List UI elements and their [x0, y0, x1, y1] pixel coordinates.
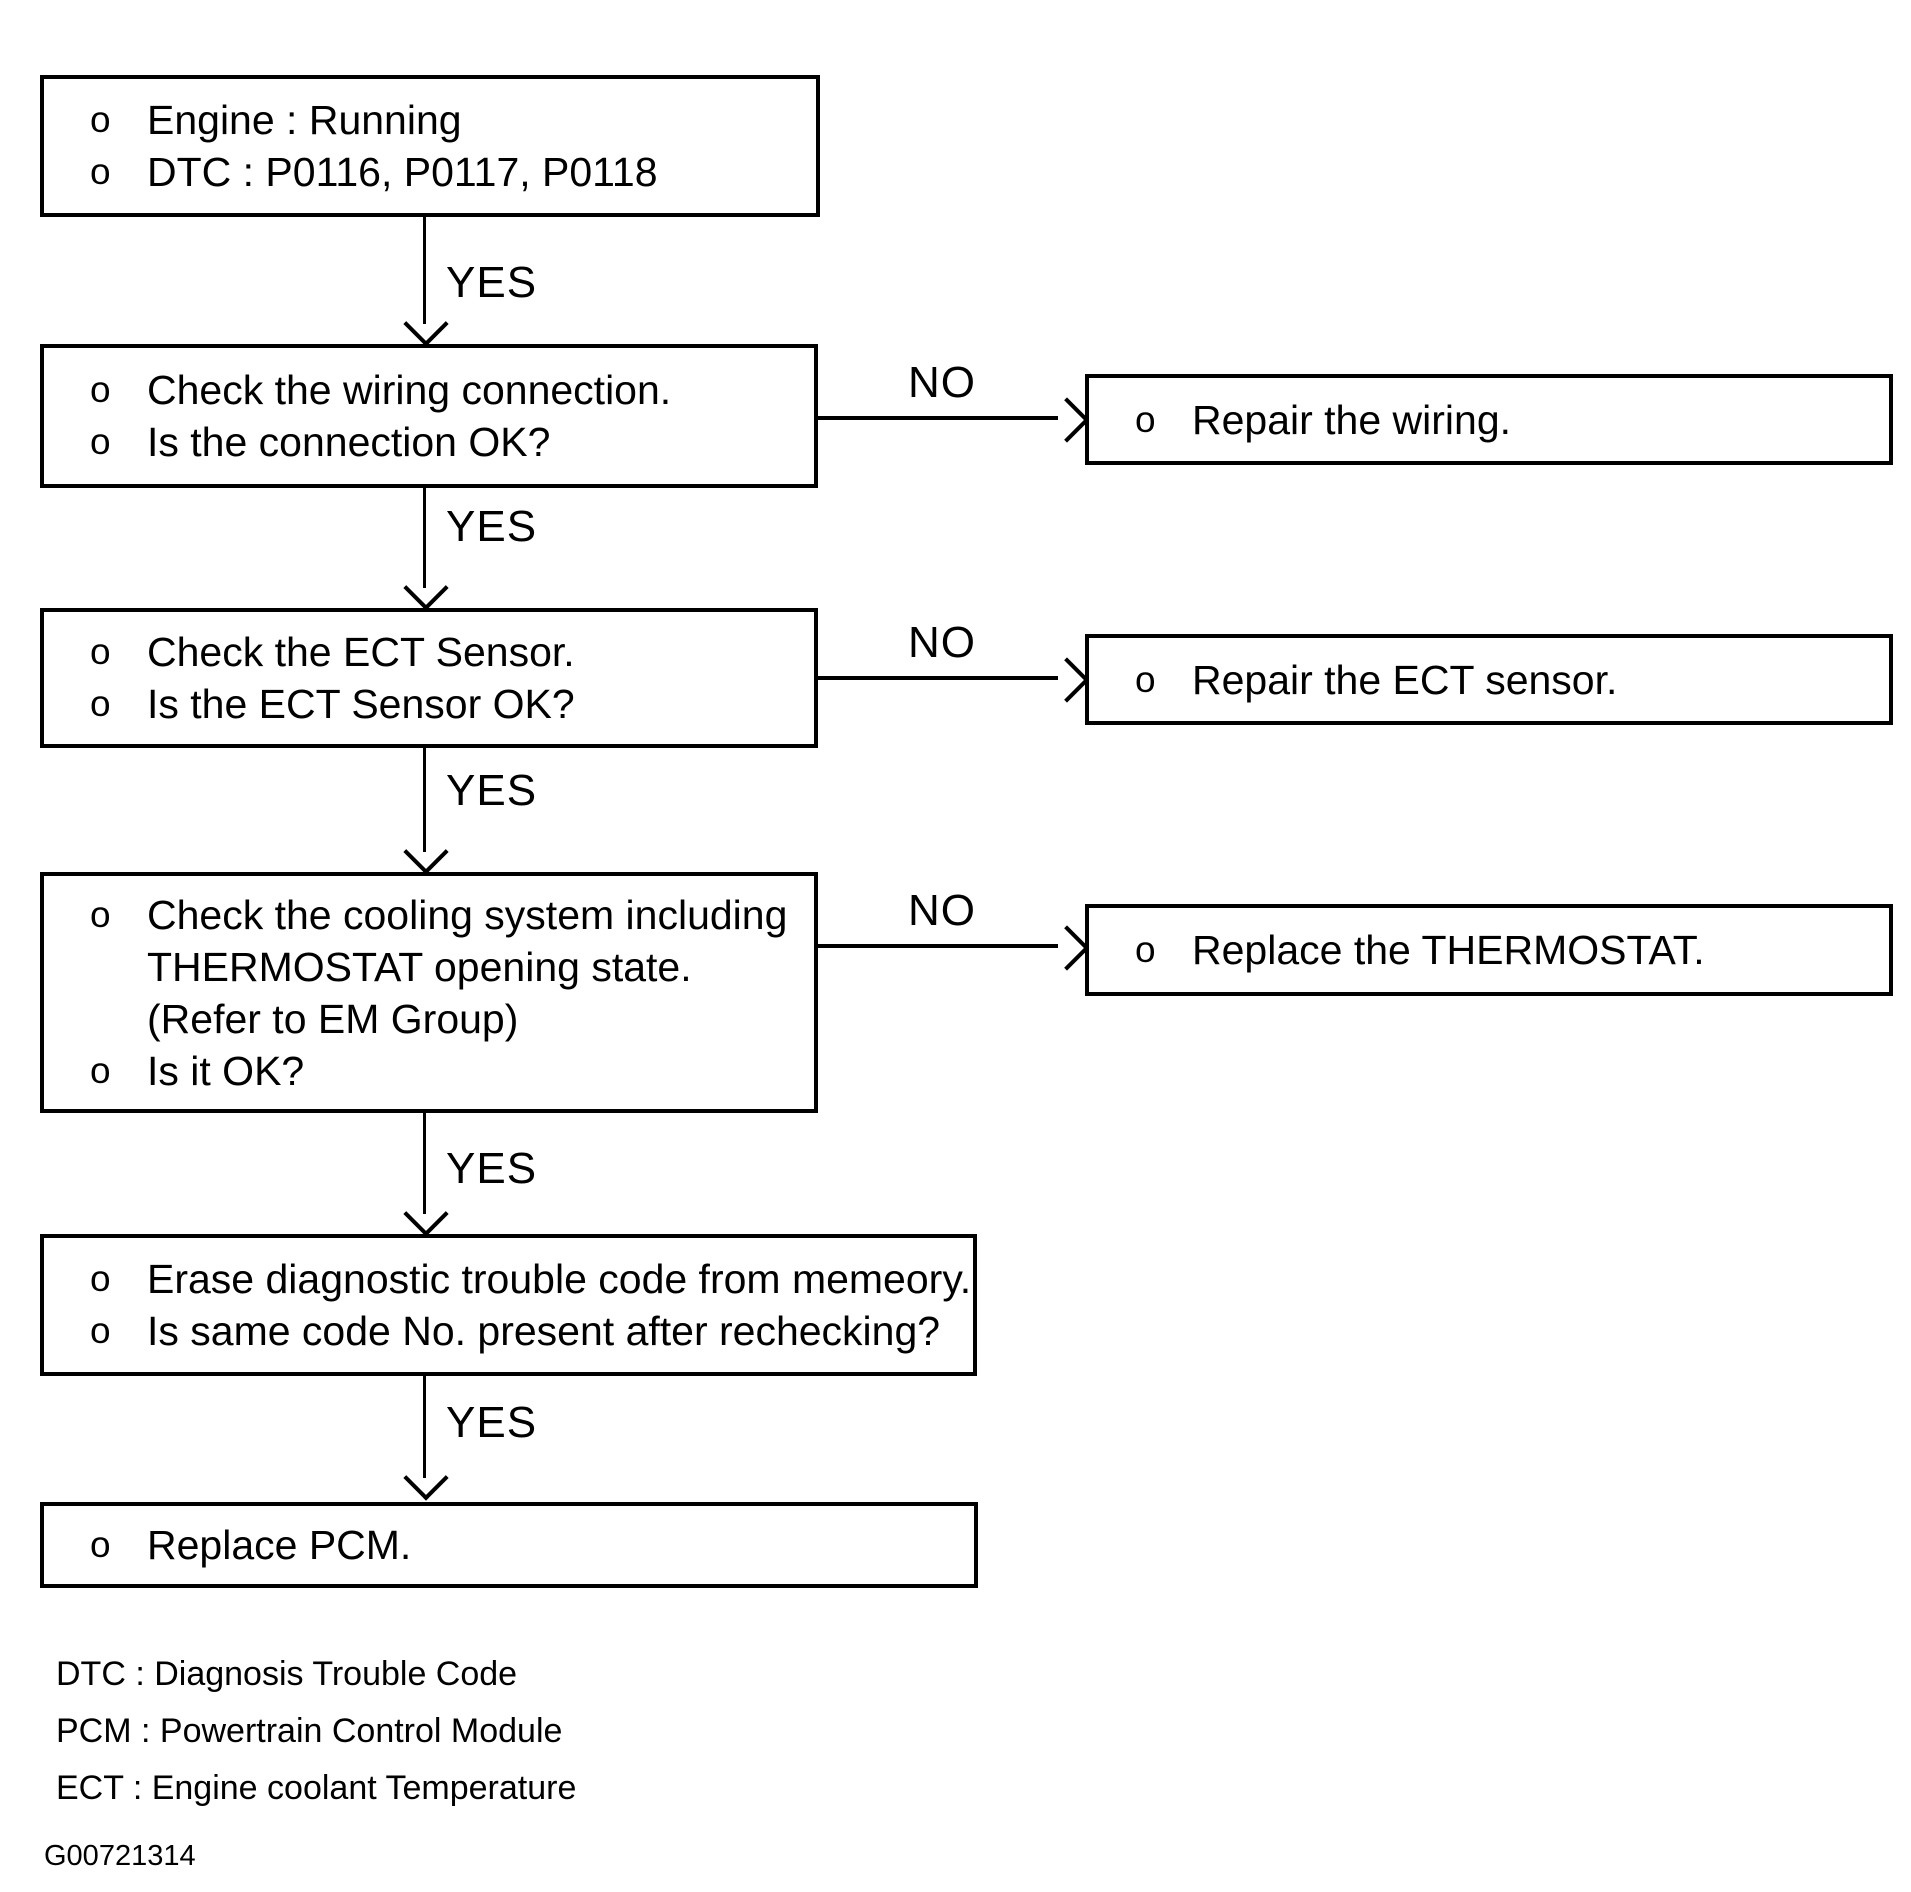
bullet: o — [1135, 658, 1156, 700]
list-item: o Check the ECT Sensor. — [90, 626, 806, 678]
node-text: Erase diagnostic trouble code from memeo… — [147, 1256, 972, 1302]
bullet: o — [90, 1049, 111, 1091]
list-item: o Replace PCM. — [90, 1519, 966, 1571]
node-text: Is the ECT Sensor OK? — [147, 681, 575, 727]
list-item: o Is the ECT Sensor OK? — [90, 678, 806, 730]
bullet: o — [90, 99, 111, 140]
node-text: DTC : P0116, P0117, P0118 — [147, 149, 658, 195]
legend: DTC : Diagnosis Trouble Code PCM : Power… — [56, 1646, 576, 1817]
yes-label-4: YES — [446, 1144, 538, 1193]
node-erase-dtc: o Erase diagnostic trouble code from mem… — [40, 1234, 977, 1376]
yes-label-2: YES — [446, 502, 538, 551]
yes-label-5: YES — [446, 1398, 538, 1447]
list-item: o Is same code No. present after recheck… — [90, 1305, 965, 1357]
connector-line — [423, 217, 426, 324]
node-text: Is it OK? — [147, 1047, 305, 1094]
list-item: o Check the cooling system including THE… — [90, 889, 806, 1045]
connector-line — [818, 676, 1058, 680]
connector-line — [423, 748, 426, 852]
bullet: o — [90, 369, 111, 410]
list-item: o DTC : P0116, P0117, P0118 — [90, 146, 808, 198]
legend-line: DTC : Diagnosis Trouble Code — [56, 1655, 518, 1693]
list-item: o Erase diagnostic trouble code from mem… — [90, 1253, 971, 1305]
list-item: o Engine : Running — [90, 94, 808, 146]
node-replace-thermostat: o Replace the THERMOSTAT. — [1085, 904, 1893, 996]
figure-id: G00721314 — [44, 1840, 196, 1872]
arrow-down-icon — [403, 1191, 449, 1237]
bullet: o — [90, 421, 111, 462]
yes-label-1: YES — [446, 258, 538, 307]
list-item: o Check the wiring connection. — [90, 364, 806, 416]
list-item: o Repair the ECT sensor. — [1135, 654, 1881, 706]
node-text: Check the ECT Sensor. — [147, 629, 575, 675]
bullet: o — [90, 151, 111, 192]
bullet: o — [90, 1524, 111, 1565]
node-text: Check the wiring connection. — [147, 367, 672, 413]
bullet: o — [90, 1310, 111, 1351]
bullet: o — [90, 631, 111, 672]
list-item: o Replace the THERMOSTAT. — [1135, 924, 1881, 976]
connector-line — [423, 1113, 426, 1214]
node-text: Is the connection OK? — [147, 419, 551, 465]
connector-line — [423, 1376, 426, 1478]
connector-line — [423, 488, 426, 588]
node-text: Check the cooling system including — [147, 891, 788, 938]
node-check-wiring: o Check the wiring connection. o Is the … — [40, 344, 818, 488]
node-repair-ect: o Repair the ECT sensor. — [1085, 634, 1893, 725]
node-check-cooling: o Check the cooling system including THE… — [40, 872, 818, 1113]
node-check-ect: o Check the ECT Sensor. o Is the ECT Sen… — [40, 608, 818, 748]
legend-line: ECT : Engine coolant Temperature — [56, 1769, 577, 1807]
legend-line: PCM : Powertrain Control Module — [56, 1712, 563, 1750]
arrow-down-icon — [403, 301, 449, 347]
connector-line — [818, 416, 1058, 420]
arrow-down-icon — [403, 1455, 449, 1501]
no-label-1: NO — [908, 358, 976, 407]
bullet: o — [1135, 398, 1156, 440]
node-repair-wiring: o Repair the wiring. — [1085, 374, 1893, 465]
bullet: o — [90, 1258, 111, 1299]
arrow-right-icon — [1044, 397, 1090, 443]
yes-label-3: YES — [446, 766, 538, 815]
node-text: (Refer to EM Group) — [147, 995, 519, 1042]
list-item: o Repair the wiring. — [1135, 394, 1881, 446]
bullet: o — [90, 893, 111, 935]
node-text: Replace PCM. — [147, 1522, 412, 1568]
node-replace-pcm: o Replace PCM. — [40, 1502, 978, 1588]
connector-line — [818, 944, 1058, 948]
list-item: o Is it OK? — [90, 1045, 806, 1097]
node-text: Replace the THERMOSTAT. — [1192, 927, 1705, 973]
bullet: o — [1135, 929, 1156, 970]
node-text: Repair the wiring. — [1192, 396, 1512, 443]
arrow-down-icon — [403, 829, 449, 875]
bullet: o — [90, 683, 111, 724]
arrow-right-icon — [1044, 925, 1090, 971]
node-text: Is same code No. present after recheckin… — [147, 1308, 941, 1354]
no-label-2: NO — [908, 618, 976, 667]
arrow-right-icon — [1044, 657, 1090, 703]
list-item: o Is the connection OK? — [90, 416, 806, 468]
no-label-3: NO — [908, 886, 976, 935]
node-start: o Engine : Running o DTC : P0116, P0117,… — [40, 75, 820, 217]
node-text: Repair the ECT sensor. — [1192, 656, 1618, 703]
node-text: Engine : Running — [147, 97, 462, 143]
node-text: THERMOSTAT opening state. — [147, 943, 692, 990]
arrow-down-icon — [403, 565, 449, 611]
